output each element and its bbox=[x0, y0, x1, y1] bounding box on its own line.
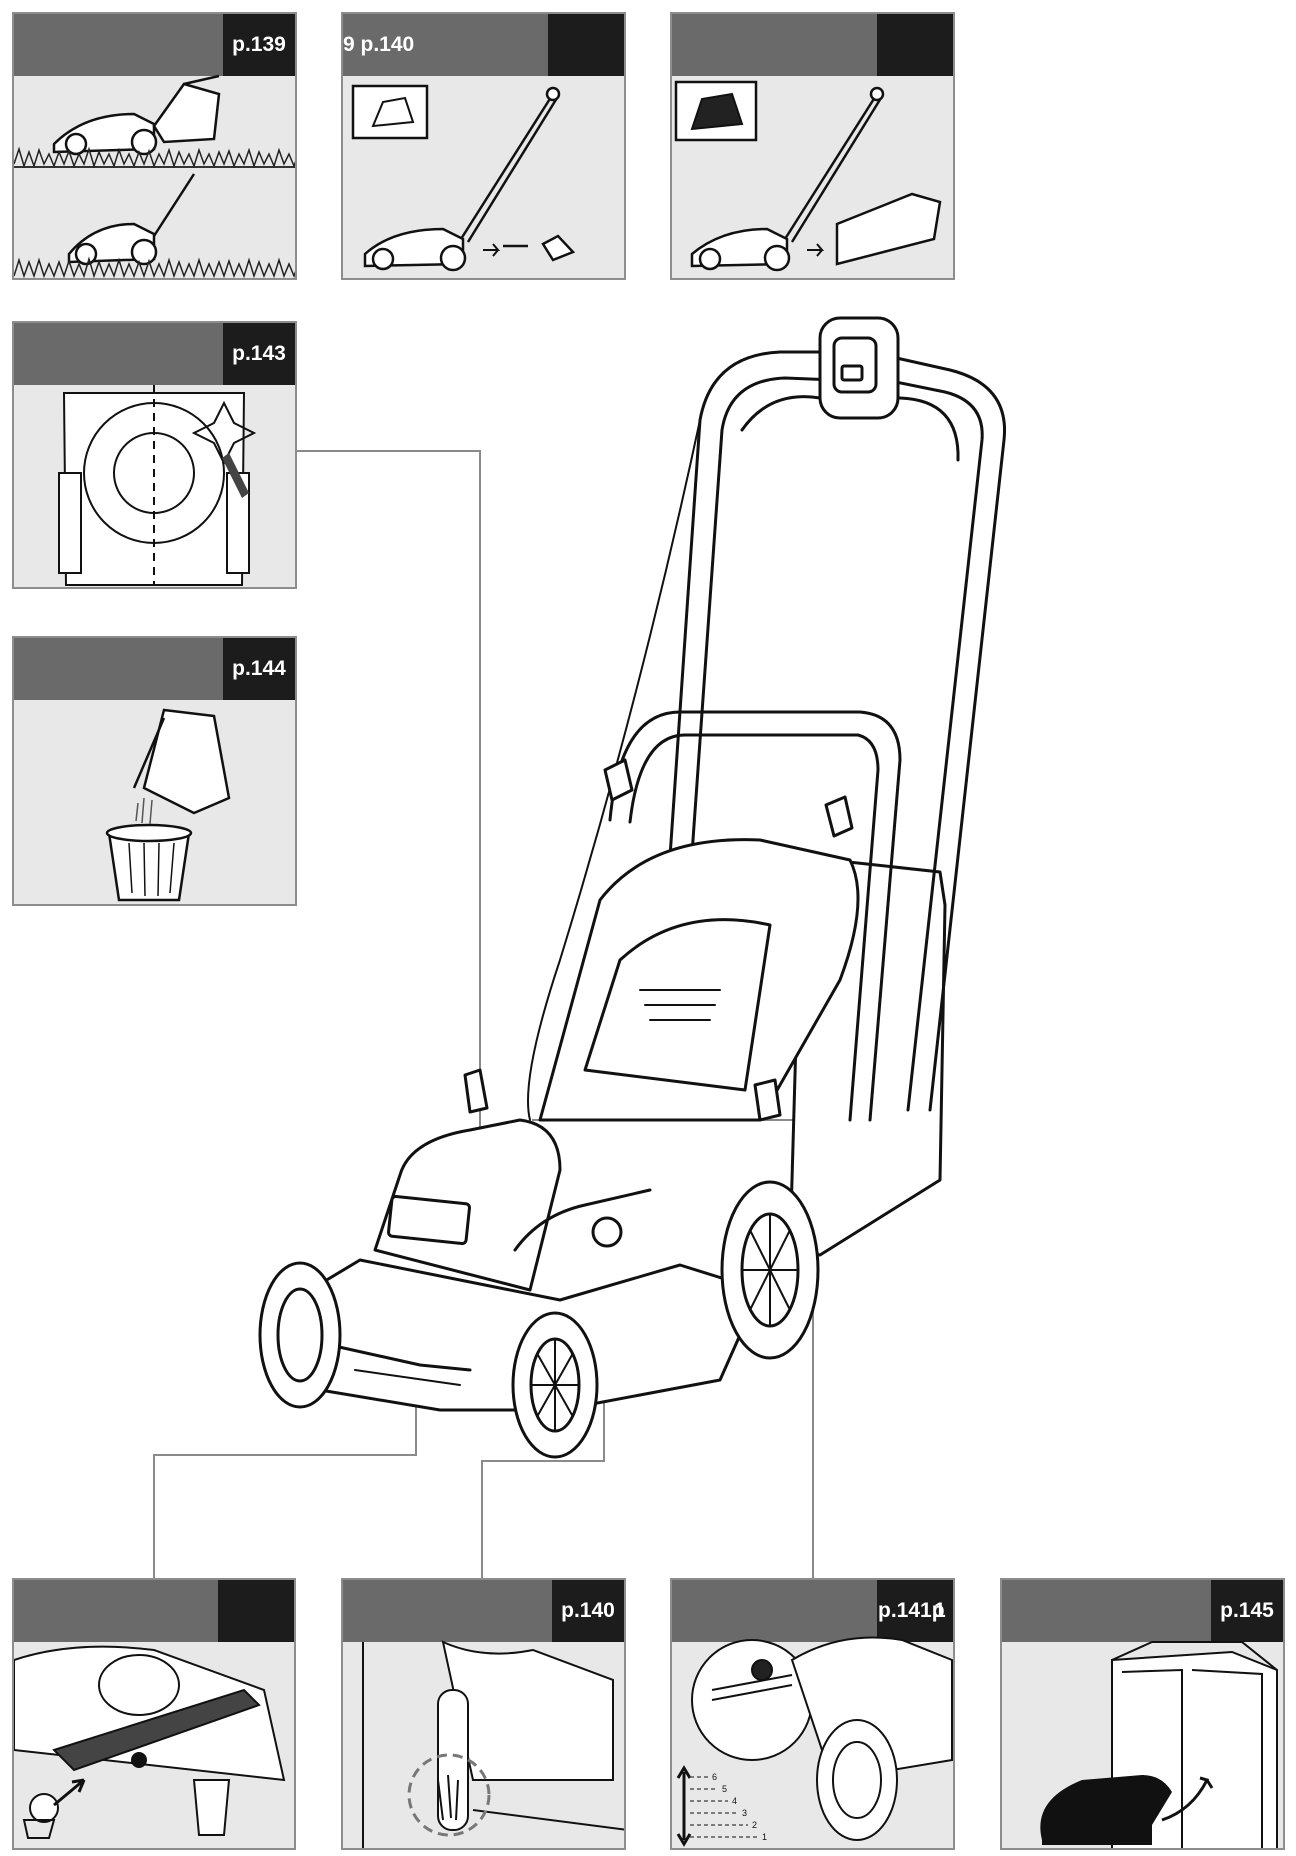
panel-blade bbox=[12, 1578, 296, 1850]
page-ref-tag: p.141p bbox=[878, 1599, 945, 1622]
page-ref-tag bbox=[877, 14, 953, 76]
page-ref-tag: 9 p.140 bbox=[343, 33, 415, 56]
page-ref-tag: p.145 bbox=[1211, 1580, 1283, 1642]
panel-cleaning: p.143 bbox=[12, 321, 297, 589]
assemble-handle-icon bbox=[351, 84, 576, 272]
page-ref-tag: p.140 bbox=[552, 1580, 624, 1642]
cut-level-1: 1 bbox=[762, 1832, 767, 1842]
panel-grass-box bbox=[670, 12, 955, 280]
panel-height-adjust: p.139 bbox=[12, 12, 297, 280]
cut-level-4: 4 bbox=[732, 1796, 737, 1806]
tag-block bbox=[877, 1580, 953, 1642]
leader-line-blade bbox=[153, 1392, 417, 1578]
page-ref-tag-tail: 1 bbox=[934, 1599, 946, 1622]
attach-grass-box-icon bbox=[674, 80, 942, 272]
clean-underside-icon bbox=[58, 385, 257, 586]
panel-storage: p.145 bbox=[1000, 1578, 1285, 1850]
page-ref-tag: p.144 bbox=[223, 638, 295, 700]
empty-grass-box-icon bbox=[105, 708, 231, 902]
replace-blade-icon bbox=[14, 1645, 286, 1839]
panel-assembly: 9 p.140 bbox=[341, 12, 626, 280]
cut-level-5: 5 bbox=[722, 1784, 727, 1794]
page-ref-tag: p.143 bbox=[223, 323, 295, 385]
leader-line-mulch bbox=[481, 1386, 605, 1578]
leader-line-cleaning bbox=[297, 450, 481, 1183]
panel-cut-height: p.141p 1 6 5 4 3 2 1 bbox=[670, 1578, 955, 1850]
cut-level-2: 2 bbox=[752, 1820, 757, 1830]
page-ref-tag: p.139 bbox=[223, 14, 295, 76]
page-ref-tag bbox=[218, 1580, 294, 1642]
cut-level-6: 6 bbox=[712, 1772, 717, 1782]
lift-mower-icon bbox=[14, 74, 295, 278]
cut-height-icon: 6 5 4 3 2 1 bbox=[676, 1636, 953, 1847]
store-mower-icon bbox=[1040, 1641, 1278, 1848]
panel-emptying: p.144 bbox=[12, 636, 297, 906]
cut-level-3: 3 bbox=[742, 1808, 747, 1818]
panel-mulch: p.140 bbox=[341, 1578, 626, 1850]
tag-block bbox=[548, 14, 624, 76]
mulch-plug-icon bbox=[362, 1640, 624, 1848]
